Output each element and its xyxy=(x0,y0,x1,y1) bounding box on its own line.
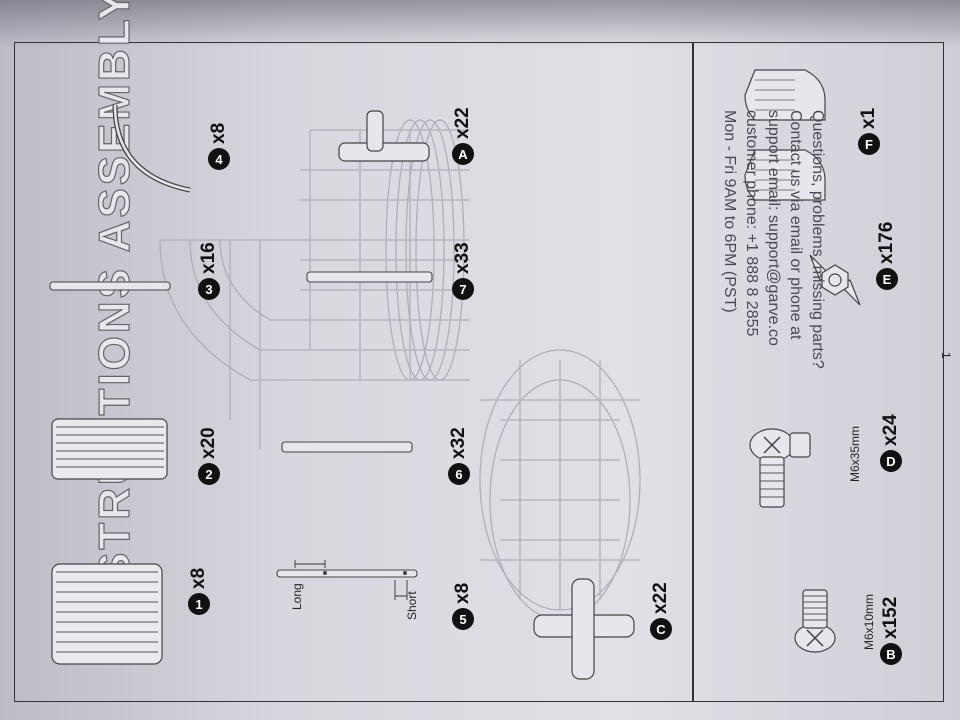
part-A-quantity: x22 xyxy=(452,107,473,139)
part-3-label: 3 x16 xyxy=(198,242,220,300)
part-5-illustration xyxy=(276,560,418,600)
part-F-badge: F xyxy=(858,133,880,155)
part-B-label: B x152 xyxy=(880,597,902,665)
contact-line-5: Mon - Fri 9AM to 6PM (PST) xyxy=(721,110,738,313)
part-E-illustration xyxy=(809,254,861,306)
part-1-illustration xyxy=(51,563,163,665)
part-E-badge: E xyxy=(876,268,898,290)
part-6-label: 6 x32 xyxy=(448,427,470,485)
part-2-quantity: x20 xyxy=(198,427,219,459)
part-1-badge: 1 xyxy=(188,593,210,615)
part-C-label: C x22 xyxy=(650,582,672,640)
part-4-illustration xyxy=(112,104,191,193)
part-2-badge: 2 xyxy=(198,463,220,485)
contact-info: Questions, problems, missing parts? Cont… xyxy=(718,110,828,369)
part-3-quantity: x16 xyxy=(198,242,219,274)
part-D-badge: D xyxy=(880,450,902,472)
part-7-label: 7 x33 xyxy=(452,242,474,300)
part-E-label: E x176 xyxy=(876,222,898,290)
part-A-illustration xyxy=(338,110,430,162)
part-2-label: 2 x20 xyxy=(198,427,220,485)
part-4-quantity: x8 xyxy=(208,122,229,144)
part-F-illustration xyxy=(744,69,826,201)
part-5-label: 5 x8 xyxy=(452,583,474,630)
part-7-badge: 7 xyxy=(452,278,474,300)
part-A-badge: A xyxy=(452,143,474,165)
part-2-illustration xyxy=(51,418,168,480)
part-6-badge: 6 xyxy=(448,463,470,485)
section-divider xyxy=(692,42,694,702)
part-5-short-label: Short xyxy=(405,591,419,620)
part-D-size: M6x35mm xyxy=(848,425,862,482)
instruction-sheet-border xyxy=(14,42,944,702)
part-B-badge: B xyxy=(880,643,902,665)
part-3-illustration xyxy=(49,281,171,291)
part-D-quantity: x24 xyxy=(880,414,901,446)
contact-line-3: support email: support@garve.co xyxy=(765,110,782,346)
part-5-quantity: x8 xyxy=(452,582,473,604)
part-F-quantity: x1 xyxy=(858,107,879,129)
part-B-illustration xyxy=(794,589,836,653)
part-5-long-label: Long xyxy=(290,583,304,610)
part-1-quantity: x8 xyxy=(188,567,209,589)
part-6-quantity: x32 xyxy=(448,427,469,459)
contact-line-4: customer phone: +1 888 8 2855 xyxy=(743,110,760,337)
part-3-badge: 3 xyxy=(198,278,220,300)
part-4-badge: 4 xyxy=(208,148,230,170)
part-B-size: M6x10mm xyxy=(862,593,876,650)
part-B-quantity: x152 xyxy=(880,596,901,639)
part-7-illustration xyxy=(306,271,433,283)
part-F-label: F x1 xyxy=(858,108,880,155)
contact-line-1: Questions, problems, missing parts? xyxy=(809,110,826,369)
part-A-label: A x22 xyxy=(452,107,474,165)
part-4-label: 4 x8 xyxy=(208,123,230,170)
part-D-illustration xyxy=(749,428,811,508)
part-7-quantity: x33 xyxy=(452,242,473,274)
part-6-illustration xyxy=(281,441,413,453)
part-5-badge: 5 xyxy=(452,608,474,630)
part-1-label: 1 x8 xyxy=(188,568,210,615)
page-number: 1 xyxy=(939,352,953,359)
part-E-quantity: x176 xyxy=(876,221,897,264)
part-C-quantity: x22 xyxy=(650,582,671,614)
part-C-badge: C xyxy=(650,618,672,640)
contact-line-2: Contact us via email or phone at xyxy=(787,110,804,340)
part-C-illustration xyxy=(533,578,635,680)
page-shadow xyxy=(0,0,960,48)
part-D-label: D x24 xyxy=(880,414,902,472)
